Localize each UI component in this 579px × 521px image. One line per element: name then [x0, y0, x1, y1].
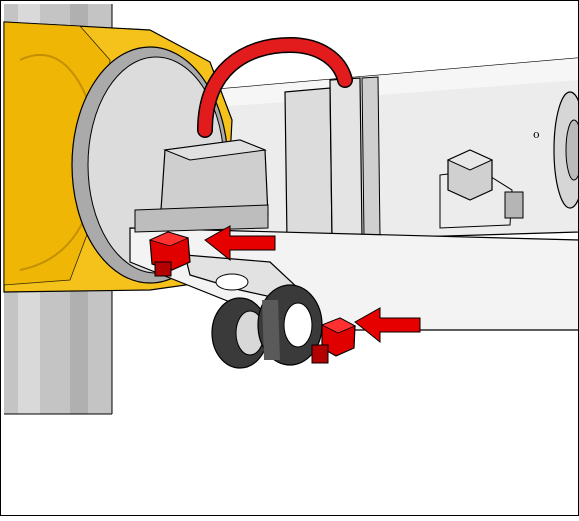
- red-bolt: [311, 317, 356, 364]
- hex-bolt: [439, 149, 524, 229]
- red-bolt: [148, 231, 191, 277]
- svg-text:o: o: [533, 128, 540, 141]
- red-hose: [197, 36, 353, 138]
- arrow-left-icon: [354, 307, 421, 344]
- arrow-left-icon: [204, 225, 276, 262]
- rubber-grommet: [211, 284, 323, 369]
